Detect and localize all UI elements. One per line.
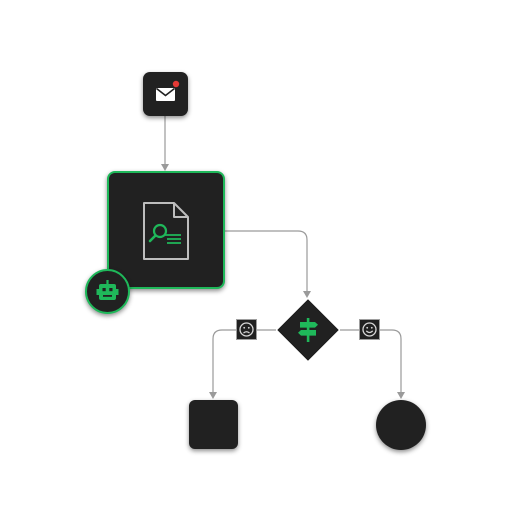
positive-outcome-marker[interactable] [359,319,380,340]
end-node-circle[interactable] [376,400,426,450]
envelope-icon [156,80,180,101]
negative-outcome-marker[interactable] [236,319,257,340]
connector-task-to-gateway[interactable] [225,230,308,292]
gateway-node[interactable] [276,298,340,362]
connector-gateway-to-end-left[interactable] [212,329,276,393]
arrowhead [209,392,217,399]
smiley-face-icon [362,322,377,337]
robot-icon [96,280,119,300]
arrowhead [303,291,311,298]
message-event-node[interactable] [143,72,188,116]
arrowhead [161,164,169,171]
sad-face-icon [239,322,254,337]
end-node-square[interactable] [189,400,238,449]
arrowhead [397,392,405,399]
notification-dot [172,80,180,88]
bot-badge[interactable] [85,269,130,314]
connector-gateway-to-end-right[interactable] [340,329,402,393]
document-search-icon [143,202,189,260]
signpost-icon [298,318,318,342]
task-node[interactable] [107,171,225,289]
